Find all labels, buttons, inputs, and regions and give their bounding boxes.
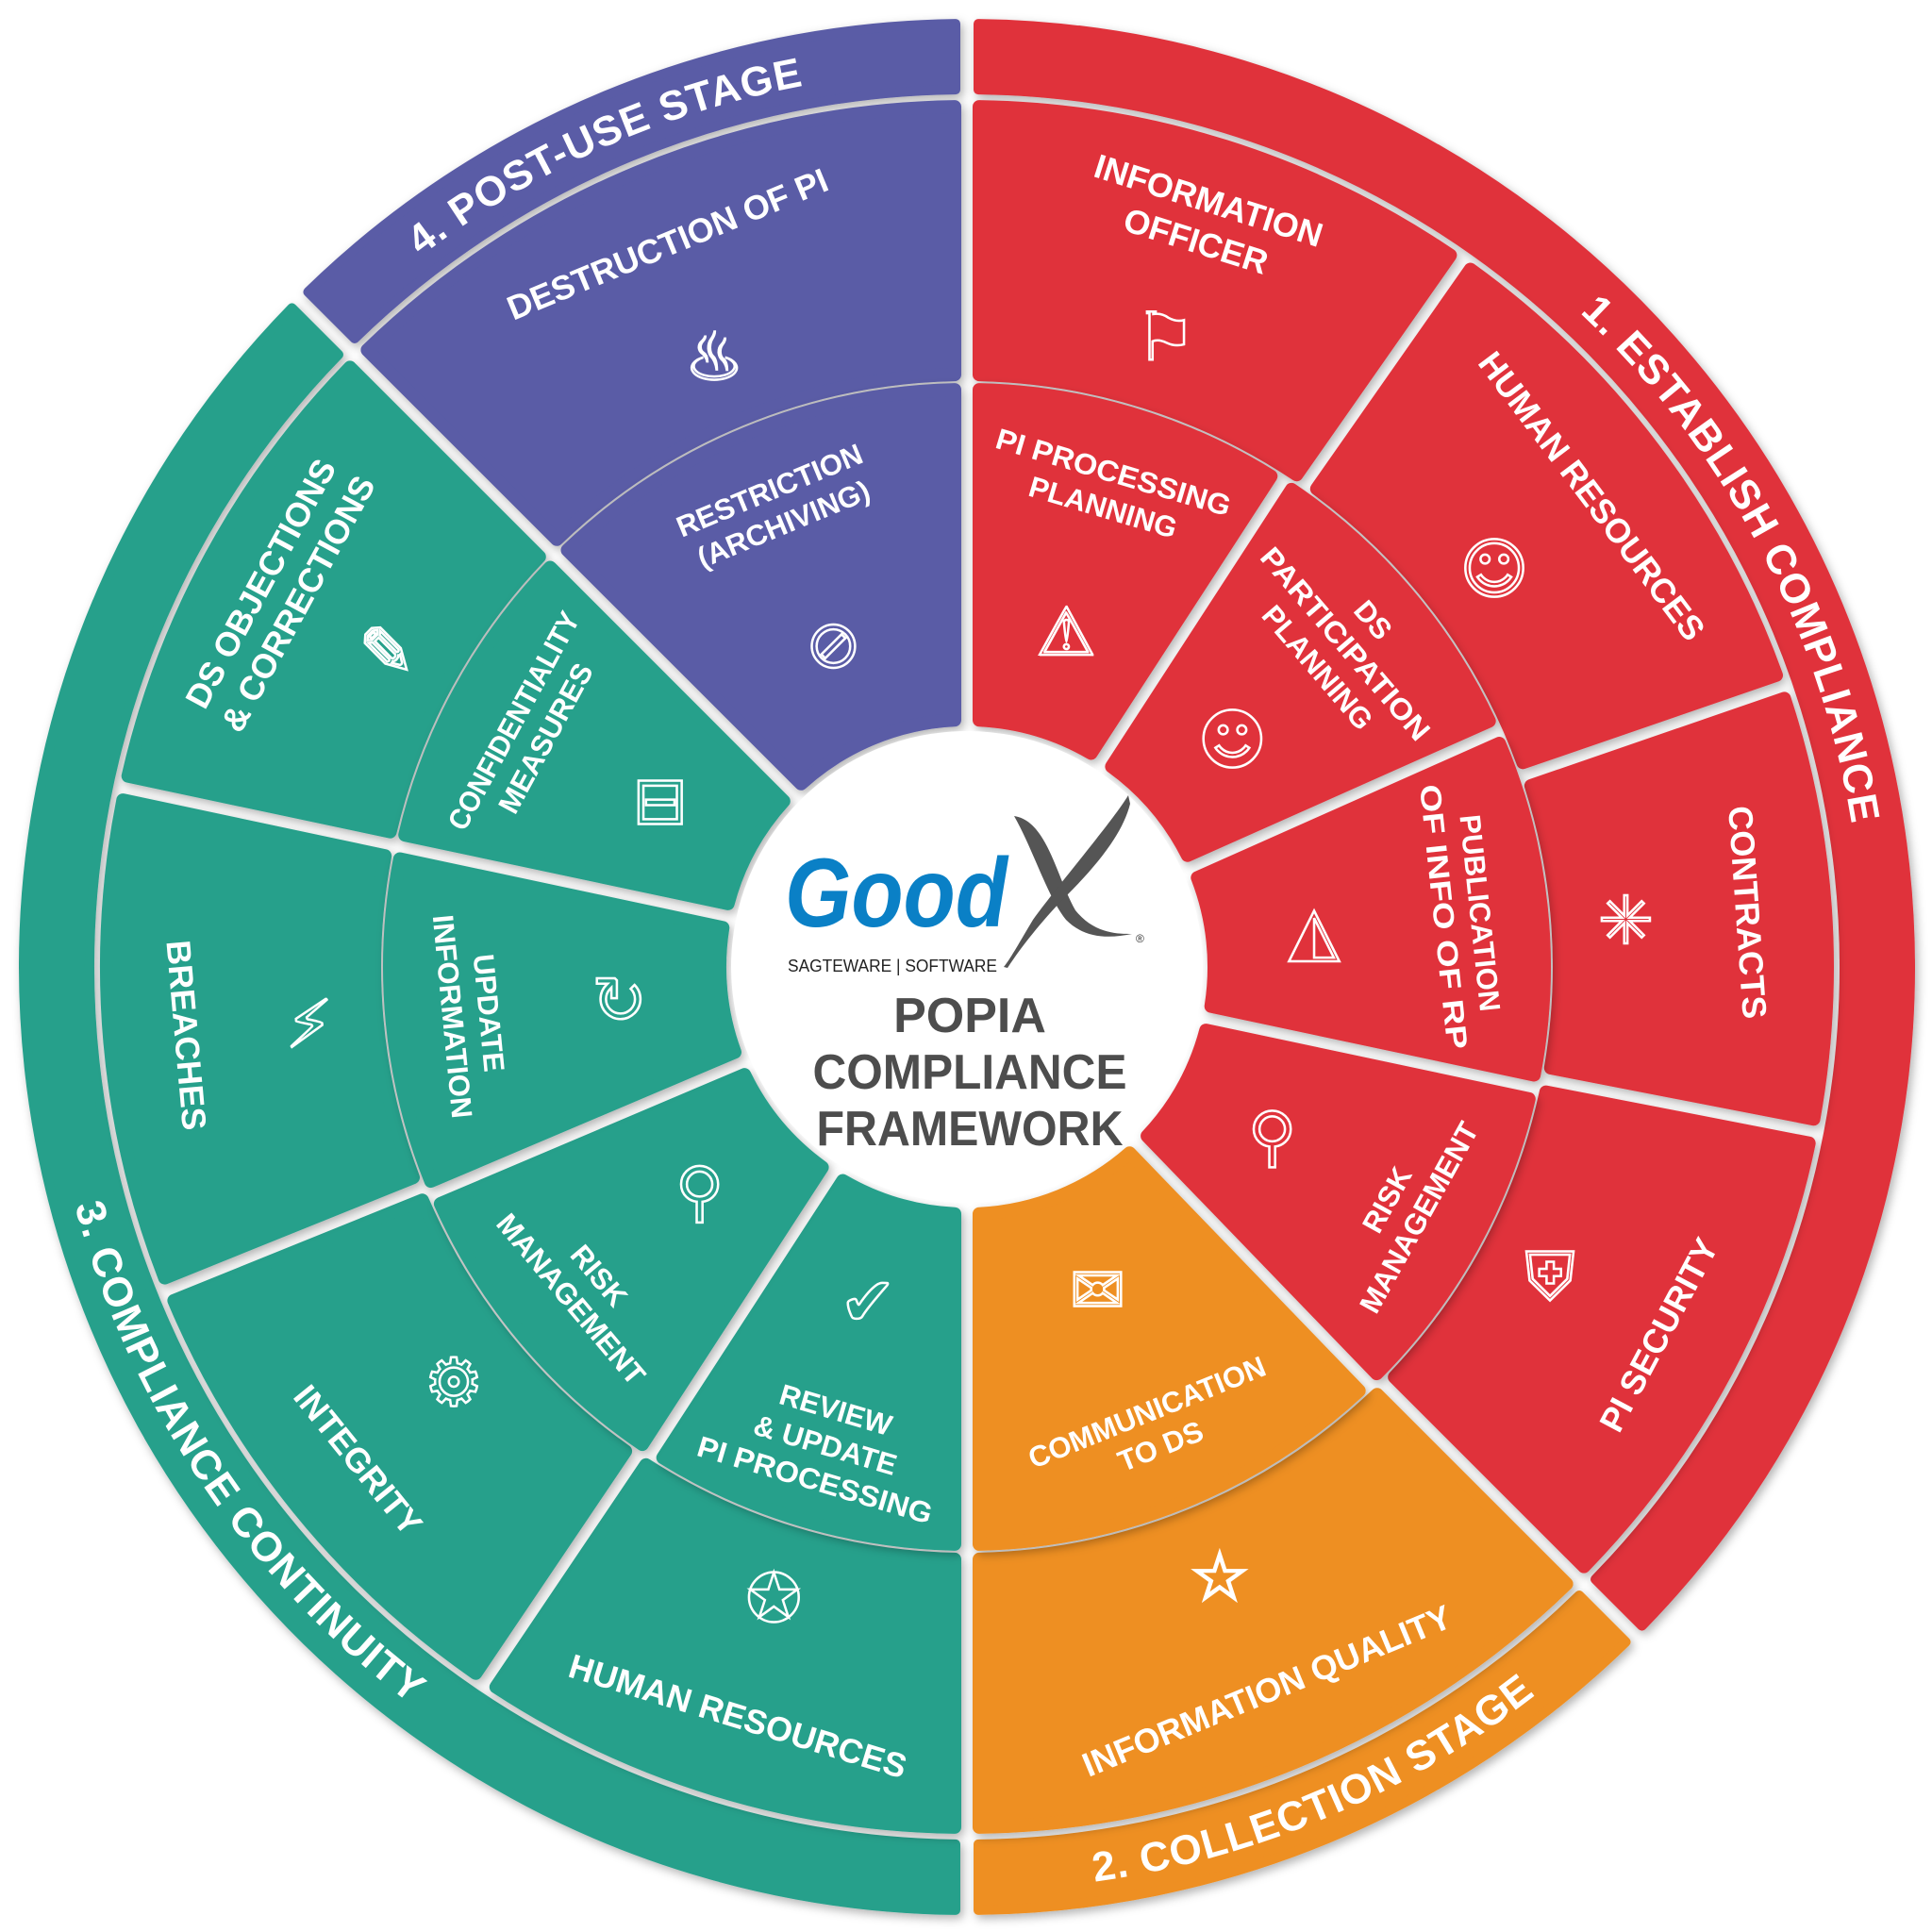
registered-mark: ® — [1136, 932, 1144, 945]
people-icon: ☺ — [1460, 531, 1529, 608]
cell-background — [1388, 1085, 1816, 1574]
stage-band-1 — [974, 19, 1915, 1631]
cell-background — [383, 852, 741, 1189]
stage-band-3 — [19, 303, 960, 1915]
cell-background — [560, 383, 961, 791]
cell-background — [1524, 691, 1834, 1126]
magnifier-icon: ⚲ — [675, 1153, 724, 1230]
officer-cap-icon: ⚑ — [1136, 298, 1195, 375]
center-circle — [731, 731, 1203, 1203]
logo-tagline: SAGTEWARE | SOFTWARE — [788, 957, 997, 975]
cell-restriction-archiving[interactable]: RESTRICTION(ARCHIVING)⊘ — [560, 383, 961, 791]
cell-background — [973, 100, 1457, 482]
warning-icon: ⚠ — [1037, 593, 1096, 671]
cell-background — [973, 383, 1278, 760]
magnifier-icon: ⚲ — [1248, 1097, 1296, 1174]
cell-human-resources[interactable]: HUMAN RESOURCES✪ — [489, 1457, 961, 1834]
cell-background — [656, 1174, 961, 1551]
title-line-1: POPIA — [893, 989, 1046, 1043]
refresh-clock-icon: ↻ — [591, 962, 647, 1040]
discussion-icon: ☻ — [1198, 702, 1267, 779]
padlock-icon: ⊟ — [632, 762, 688, 840]
logo-word: Good — [785, 839, 1009, 948]
cell-background — [99, 793, 420, 1285]
cell-background — [1191, 737, 1552, 1082]
network-icon: ✳ — [1598, 882, 1654, 959]
stage-band-4 — [303, 19, 960, 343]
cell-background — [433, 1068, 829, 1452]
cell-background — [973, 1388, 1574, 1834]
cell-breaches[interactable]: BREACHES⚡ — [99, 793, 420, 1285]
cell-background — [121, 360, 546, 839]
cell-background — [973, 1146, 1366, 1551]
megaphone-icon: ◭ — [1289, 891, 1340, 969]
cell-pi-security[interactable]: PI SECURITY⛨ — [1388, 1085, 1816, 1574]
certificate-icon: ⚙ — [425, 1344, 484, 1422]
cell-background — [489, 1457, 961, 1834]
title-line-2: COMPLIANCE — [813, 1045, 1127, 1100]
thumbs-up-icon: ✔ — [841, 1263, 896, 1341]
cell-background — [398, 560, 791, 910]
alarm-icon: ⚡ — [286, 986, 332, 1063]
stage-band-2 — [974, 1591, 1631, 1915]
star-icon: ☆ — [1191, 1539, 1250, 1616]
center-logo-area: Good ® SAGTEWARE | SOFTWARE POPIA COMPLI… — [731, 731, 1203, 1203]
shield-lock-icon: ⛨ — [1525, 1239, 1575, 1316]
cell-background — [167, 1193, 633, 1680]
fire-icon: ♨ — [685, 318, 744, 395]
cell-background — [360, 100, 961, 546]
cell-contracts[interactable]: CONTRACTS✳ — [1524, 691, 1834, 1126]
cell-background — [1309, 262, 1783, 770]
cell-ds-objections-corrections[interactable]: DS OBJECTIONS& CORRECTIONS✎ — [121, 360, 546, 839]
logo-x-mark: ® — [1004, 795, 1144, 968]
graduation-cap-icon: ✪ — [746, 1559, 802, 1637]
cell-information-quality[interactable]: INFORMATION QUALITY☆ — [973, 1388, 1574, 1834]
cell-background — [1141, 1024, 1536, 1381]
cell-integrity[interactable]: INTEGRITY⚙ — [167, 1193, 633, 1680]
title-line-3: FRAMEWORK — [817, 1102, 1124, 1157]
restricted-icon: ⊘ — [806, 606, 861, 683]
edit-icon: ✎ — [358, 613, 414, 691]
envelope-icon: ✉ — [1070, 1252, 1125, 1329]
cell-background — [1105, 482, 1496, 862]
